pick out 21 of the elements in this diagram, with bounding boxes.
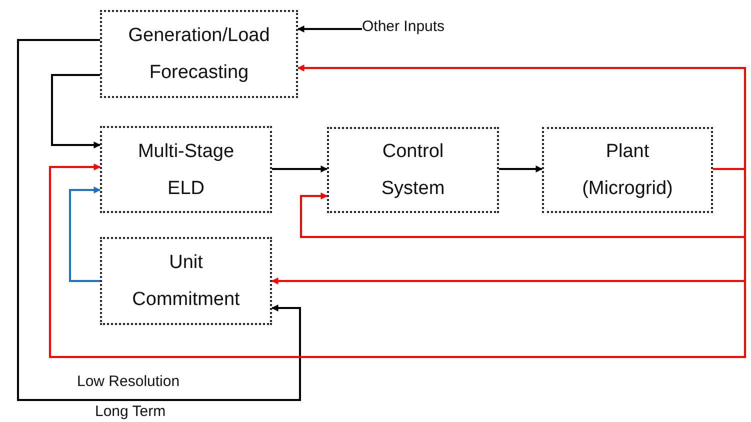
- arrow: [499, 166, 543, 173]
- box-label: Multi-Stage ELD: [136, 140, 236, 200]
- arrow: [49, 164, 746, 358]
- process-box: [100, 126, 272, 213]
- process-box: [100, 237, 272, 325]
- note-text: Long Term: [95, 403, 166, 420]
- box-label: Generation/Load Forecasting: [127, 24, 271, 85]
- process-box: [100, 10, 298, 98]
- arrow: [297, 64, 746, 170]
- arrow: [51, 74, 101, 149]
- process-box: [542, 127, 713, 213]
- arrow: [272, 166, 328, 173]
- box-label: Unit Commitment: [131, 251, 241, 312]
- box-label: Plant (Microgrid): [581, 140, 674, 201]
- process-box: [327, 127, 499, 213]
- input-label: Other Inputs: [362, 18, 445, 35]
- arrow: [297, 25, 362, 32]
- note-text: Low Resolution: [77, 373, 180, 390]
- box-label: Control System: [380, 140, 446, 201]
- arrow: [69, 186, 101, 282]
- arrow: [17, 39, 301, 401]
